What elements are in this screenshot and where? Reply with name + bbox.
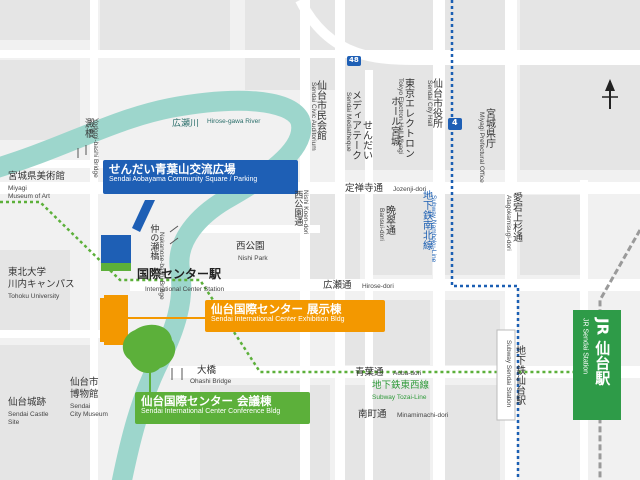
nishi-park-label: 西公園 bbox=[236, 241, 265, 252]
aobayama-building bbox=[101, 235, 131, 263]
nakanose-en: Nakanose-bashi Bridge bbox=[158, 232, 166, 300]
aoba-dori-label: 青葉通 bbox=[355, 367, 384, 378]
river-label: 広瀬川 bbox=[172, 119, 200, 129]
ohashi-en: Ohashi Bridge bbox=[190, 378, 232, 385]
exhibition-callout: 仙台国際センター 展示棟 Sendai International Center… bbox=[205, 300, 385, 332]
route-48-number: 48 bbox=[349, 56, 359, 64]
subway-sendai-label: 地下鉄仙台駅 bbox=[513, 345, 525, 405]
atagokamisugi-en: Atagokamisugi-dori bbox=[505, 195, 513, 251]
city-museum-en2: City Museum bbox=[70, 411, 108, 418]
nishi-park-en: Nishi Park bbox=[238, 255, 268, 262]
nakanose-label: 仲の瀬橋 bbox=[148, 224, 159, 260]
nishi-dori-label: 西公園通 bbox=[292, 190, 303, 226]
tozai-label: 地下鉄東西線 bbox=[372, 380, 430, 391]
tokyo-electron-label2: ホール宮城 bbox=[388, 96, 400, 146]
pref-office-en: Miyagi Prefectural Office bbox=[478, 112, 486, 183]
city-museum-label1: 仙台市 bbox=[70, 377, 99, 388]
bansui-label: 晩翠通 bbox=[383, 205, 395, 235]
castle-site-en2: Site bbox=[8, 419, 20, 426]
exhibition-subtitle: Sendai International Center Exhibition B… bbox=[211, 316, 345, 324]
city-hall-label: 仙台市役所 bbox=[430, 78, 442, 128]
jr-station-en: JR Sendai Station bbox=[581, 318, 589, 375]
station-name: 国際センター駅 bbox=[137, 267, 222, 281]
jr-station-label: JR 仙台駅 bbox=[593, 318, 612, 386]
mediatheque-en: Sendai Mediatheque bbox=[345, 92, 353, 152]
conference-callout: 仙台国際センター 会議棟 Sendai International Center… bbox=[135, 392, 310, 424]
conference-title: 仙台国際センター 会議棟 bbox=[141, 394, 272, 408]
river-label-en: Hirose-gawa River bbox=[207, 118, 261, 125]
jozenji-en: Jozenji-dori bbox=[393, 186, 427, 193]
aobayama-callout: せんだい青葉山交流広場 Sendai Aobayama Community Sq… bbox=[103, 160, 298, 194]
miyagi-museum-en2: Museum of Art bbox=[8, 193, 50, 200]
conference-subtitle: Sendai International Center Conference B… bbox=[141, 408, 281, 416]
conference-building bbox=[122, 324, 176, 374]
tokyo-electron-label1: 東京エレクトロン bbox=[402, 78, 414, 158]
north-arrow bbox=[602, 79, 618, 109]
route-4-shield bbox=[448, 118, 462, 130]
hirose-dori-label: 広瀬通 bbox=[323, 280, 352, 291]
civic-aud-label: 仙台市民会館 bbox=[314, 80, 326, 140]
minamimachi-label: 南町通 bbox=[358, 409, 387, 420]
tohoku-univ-en: Tohoku University bbox=[8, 293, 60, 300]
route-48-shield bbox=[347, 56, 361, 66]
mediatheque-label: メディアテーク bbox=[349, 90, 361, 160]
tohoku-univ-label2: 川内キャンパス bbox=[8, 279, 75, 290]
yodomi-label: 澱橋 bbox=[82, 118, 94, 138]
mediatheque-prefix: せんだい bbox=[360, 120, 372, 160]
subway-sendai-en: Subway Sendai Station bbox=[505, 340, 513, 408]
namboku-en: Subway Namboku-Line bbox=[430, 195, 438, 263]
tozai-en: Subway Tozai-Line bbox=[372, 394, 427, 401]
namboku-label: 地下鉄南北線 bbox=[420, 190, 432, 250]
atagokamisugi-label: 愛宕上杉通 bbox=[510, 192, 522, 242]
miyagi-museum-en1: Miyagi bbox=[8, 185, 27, 192]
castle-site-en1: Sendai Castle bbox=[8, 411, 49, 418]
hirose-dori-en: Hirose-dori bbox=[362, 283, 394, 290]
city-hall-en: Sendai City Hall bbox=[426, 80, 434, 127]
nishi-dori-en: Nishi Koen-dori bbox=[302, 190, 310, 235]
ohashi-label: 大橋 bbox=[197, 365, 217, 376]
route-4-number: 4 bbox=[452, 118, 458, 127]
station-name-en: International Center Station bbox=[145, 286, 225, 293]
exhibition-title: 仙台国際センター 展示棟 bbox=[211, 302, 342, 316]
tokyo-electron-en: Tokyo Electron Hall Miyagi bbox=[397, 78, 405, 155]
miyagi-museum-label: 宮城県美術館 bbox=[8, 171, 66, 182]
aoba-dori-en: Aoba-dori bbox=[393, 370, 422, 377]
aobayama-title: せんだい青葉山交流広場 bbox=[109, 162, 236, 176]
namboku-line bbox=[450, 0, 520, 480]
tohoku-univ-label1: 東北大学 bbox=[8, 267, 47, 278]
castle-site-label: 仙台城跡 bbox=[8, 397, 47, 408]
bansui-en: Bansui-dori bbox=[378, 208, 386, 241]
minamimachi-en: Minamimachi-dori bbox=[397, 412, 449, 419]
city-museum-en1: Sendai bbox=[70, 403, 91, 410]
jr-sendai-station: JR 仙台駅 JR Sendai Station bbox=[573, 310, 621, 420]
jozenji-label: 定禅寺通 bbox=[345, 183, 384, 194]
aobayama-subtitle: Sendai Aobayama Community Square / Parki… bbox=[109, 176, 258, 184]
civic-aud-en: Sendai Civic Auditorium bbox=[310, 82, 318, 151]
city-museum-label2: 博物館 bbox=[70, 389, 99, 400]
pref-office-label: 宮城県庁 bbox=[483, 108, 495, 148]
yodomi-en: Yodomi-bashi Bridge bbox=[92, 118, 100, 178]
